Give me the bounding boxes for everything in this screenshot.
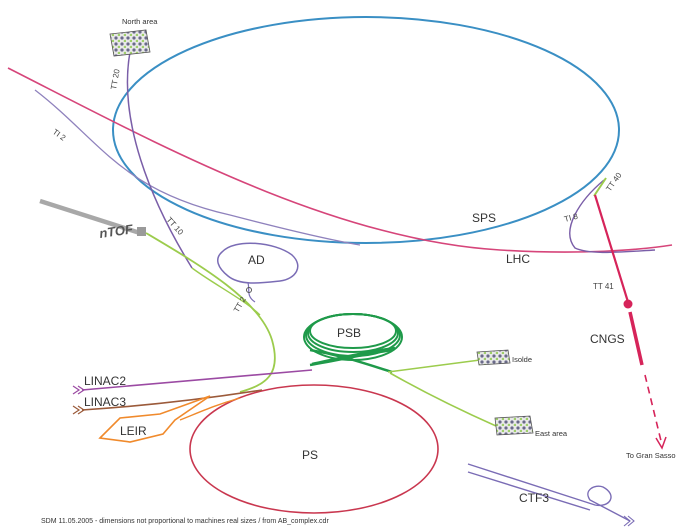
tt2-line xyxy=(145,232,276,393)
east-area-line xyxy=(389,372,497,427)
footer-note: SDM 11.05.2005 - dimensions not proporti… xyxy=(41,518,329,525)
label-lhc: LHC xyxy=(506,252,530,266)
ctf3-line xyxy=(467,463,631,522)
linac3-arrow xyxy=(72,405,86,415)
sps-ring xyxy=(112,16,620,244)
tt10-line xyxy=(191,267,261,316)
label-ti2: TI 2 xyxy=(51,127,68,143)
linac2-arrow xyxy=(72,385,86,395)
label-ad: AD xyxy=(248,253,265,267)
tt40-line xyxy=(593,177,607,197)
leir-link xyxy=(179,397,241,421)
label-north-area: North area xyxy=(122,17,158,26)
label-linac2: LINAC2 xyxy=(84,374,126,388)
label-ntof: nTOF xyxy=(98,221,135,241)
target-block-icon xyxy=(109,29,151,57)
ad-target xyxy=(246,287,252,293)
label-tt41: TT 41 xyxy=(593,282,614,291)
label-ps: PS xyxy=(302,448,318,462)
leir-ring xyxy=(98,395,211,443)
lhc-ring xyxy=(7,67,673,253)
to-gran-sasso-line xyxy=(644,374,663,446)
linac2-line xyxy=(81,369,313,391)
label-tt20: TT 20 xyxy=(109,68,122,91)
tt41-line xyxy=(593,194,630,303)
label-tt2: TT 2 xyxy=(232,295,248,314)
label-ctf3: CTF3 xyxy=(519,491,549,505)
ntof-line xyxy=(39,198,141,236)
ntof-target xyxy=(137,227,146,236)
target-block-icon xyxy=(494,415,534,436)
ps-ring xyxy=(189,384,439,514)
isolde-line xyxy=(387,359,481,373)
label-psb: PSB xyxy=(337,326,361,340)
cngs-target xyxy=(623,299,633,309)
label-to-gran-sasso: To Gran Sasso xyxy=(626,451,676,460)
linac3-line xyxy=(81,389,263,411)
psb-crossing xyxy=(309,346,396,374)
ctf3-arrow xyxy=(623,515,635,527)
target-block-icon xyxy=(476,349,511,366)
ctf3-line-2 xyxy=(467,471,591,511)
ti8-line xyxy=(569,179,656,254)
label-leir: LEIR xyxy=(120,424,147,438)
label-ti8: TI 8 xyxy=(563,212,579,224)
label-cngs: CNGS xyxy=(590,332,625,346)
ti2-line xyxy=(34,89,361,246)
label-east-area: East area xyxy=(535,429,568,438)
label-isolde: Isolde xyxy=(512,355,532,364)
to-gran-sasso-arrow xyxy=(655,436,667,450)
cngs-beam xyxy=(628,311,644,366)
label-linac3: LINAC3 xyxy=(84,395,126,409)
tt20-line xyxy=(126,51,193,269)
label-sps: SPS xyxy=(472,211,496,225)
label-tt40: TT 40 xyxy=(604,171,624,194)
ad-ring xyxy=(217,242,299,284)
